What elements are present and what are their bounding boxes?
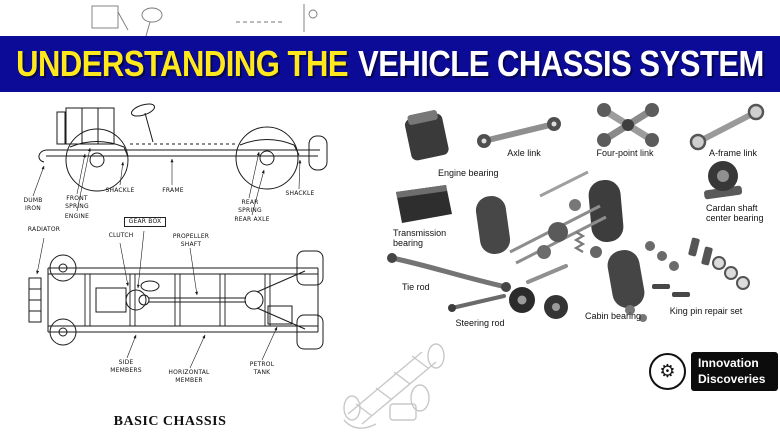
label-a-frame-link: A-frame link	[708, 148, 757, 158]
a-frame-link-part	[689, 103, 765, 151]
label-dumb-iron: DUMB IRON	[23, 197, 43, 212]
label-steering-rod: Steering rod	[455, 318, 505, 328]
side-view-drawing	[38, 103, 328, 192]
label-shackle-right: SHACKLE	[285, 190, 315, 197]
label-transmission-bearing: Transmission bearing	[393, 228, 447, 249]
cardan-center-bearing-part	[704, 161, 743, 200]
title-rest: VEHICLE CHASSIS SYSTEM	[358, 42, 764, 85]
cabin-bearing-part	[509, 287, 568, 319]
king-pin-repair-set-part	[645, 237, 750, 297]
transmission-bearing-part	[396, 185, 452, 223]
label-axle-link: Axle link	[507, 148, 541, 158]
label-tie-rod: Tie rod	[402, 282, 430, 292]
label-clutch: CLUTCH	[108, 232, 134, 239]
side-view-leaders	[32, 147, 302, 216]
label-cabin-bearing: Cabin bearing	[584, 311, 642, 321]
label-cardan-center-bearing: Cardan shaft center bearing	[706, 203, 764, 224]
label-engine: ENGINE	[64, 213, 90, 220]
label-rear-spring: REAR SPRING	[238, 199, 262, 214]
innovation-discoveries-logo-icon: ⚙	[649, 353, 686, 390]
innovation-discoveries-logo: Innovation Discoveries	[691, 352, 778, 391]
label-engine-bearing: Engine bearing	[438, 168, 499, 178]
label-petrol-tank: PETROL TANK	[249, 361, 275, 376]
label-four-point-link: Four-point link	[596, 148, 654, 158]
label-shackle-left: SHACKLE	[105, 187, 135, 194]
label-propeller-shaft: PROPELLER SHAFT	[172, 233, 210, 248]
logo-line1: Innovation	[698, 355, 759, 370]
tie-rod-part	[387, 253, 511, 292]
engine-bearing-part	[404, 110, 449, 161]
gear-icon: ⚙	[659, 361, 676, 381]
label-king-pin-repair-set: King pin repair set	[669, 306, 743, 316]
top-strip-drawing	[91, 4, 318, 37]
parts-diagram	[387, 103, 765, 322]
label-horizontal-member: HORIZONTAL MEMBER	[168, 369, 210, 384]
label-gear-box: GEAR BOX	[124, 217, 166, 227]
plan-view-drawing	[28, 250, 324, 350]
steering-rod-part	[448, 294, 506, 312]
label-radiator: RADIATOR	[27, 226, 61, 233]
axle-link-part	[477, 117, 561, 148]
basic-chassis-caption: BASIC CHASSIS	[113, 414, 227, 429]
label-side-members: SIDE MEMBERS	[110, 359, 142, 374]
chassis-sketch-faint	[343, 343, 445, 429]
plan-view-leaders	[36, 230, 278, 369]
logo-line2: Discoveries	[698, 371, 766, 386]
label-frame: FRAME	[162, 187, 184, 194]
chassis-assembly-part	[475, 170, 647, 322]
title-highlight: UNDERSTANDING THE	[16, 42, 349, 85]
four-point-link-part	[597, 103, 659, 147]
label-front-spring: FRONT SPRING	[65, 195, 89, 210]
label-rear-axle: REAR AXLE	[234, 216, 270, 223]
